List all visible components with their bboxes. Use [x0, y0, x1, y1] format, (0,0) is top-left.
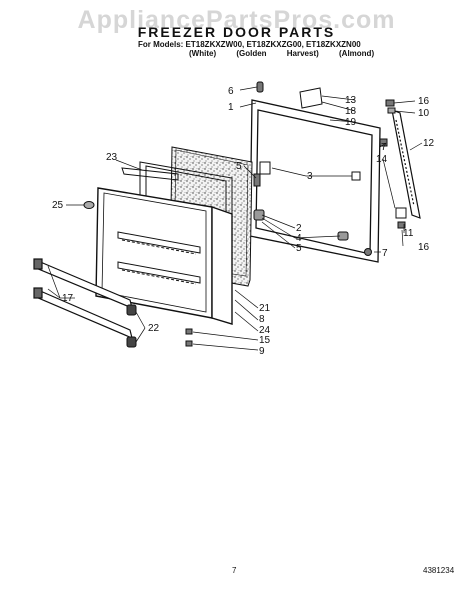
callout-25: 25	[52, 200, 64, 211]
callout-5-top: 5	[236, 161, 242, 172]
door-panel	[95, 187, 233, 325]
callout-2: 2	[296, 223, 302, 234]
callout-22: 22	[148, 323, 160, 334]
callouts: 6 1 13 18 19 16 10 12 7 14 3 5 23 25 2 4…	[52, 86, 435, 357]
callout-19: 19	[345, 117, 357, 128]
callout-10: 10	[418, 108, 430, 119]
door-frame	[249, 99, 381, 263]
callout-23: 23	[106, 152, 118, 163]
callout-11: 11	[403, 228, 414, 239]
callout-3: 3	[307, 171, 313, 182]
callout-18: 18	[345, 106, 357, 117]
hardware	[83, 81, 407, 347]
document-number: 4381234	[423, 566, 455, 575]
callout-4: 4	[296, 233, 302, 244]
callout-15: 15	[259, 335, 271, 346]
callout-24: 24	[259, 325, 271, 336]
callout-1: 1	[228, 102, 234, 113]
callout-17: 17	[62, 293, 74, 304]
callout-12: 12	[423, 138, 435, 149]
models-line: For Models: ET18ZKXZW00, ET18ZKXZG00, ET…	[138, 40, 361, 49]
callout-14: 14	[376, 154, 388, 165]
callout-21: 21	[259, 303, 271, 314]
page-number: 7	[232, 566, 237, 575]
callout-6: 6	[228, 86, 234, 97]
end-caps	[126, 304, 137, 348]
leader-lines	[47, 86, 423, 351]
callout-7-top: 7	[381, 142, 387, 153]
door-shelves	[117, 231, 201, 285]
colors-line: (White) (Golden Harvest) (Almond)	[189, 49, 375, 58]
callout-9: 9	[259, 346, 265, 357]
callout-5-bottom: 5	[296, 243, 302, 254]
page-title: FREEZER DOOR PARTS	[137, 24, 336, 40]
callout-16-top: 16	[418, 96, 430, 107]
callout-7-bottom: 7	[382, 248, 388, 259]
watermark: AppliancePartsPros.com	[77, 6, 396, 34]
callout-16-bottom: 16	[418, 242, 430, 253]
door-trim-strip	[391, 109, 421, 219]
callout-13: 13	[345, 95, 357, 106]
callout-8: 8	[259, 314, 265, 325]
